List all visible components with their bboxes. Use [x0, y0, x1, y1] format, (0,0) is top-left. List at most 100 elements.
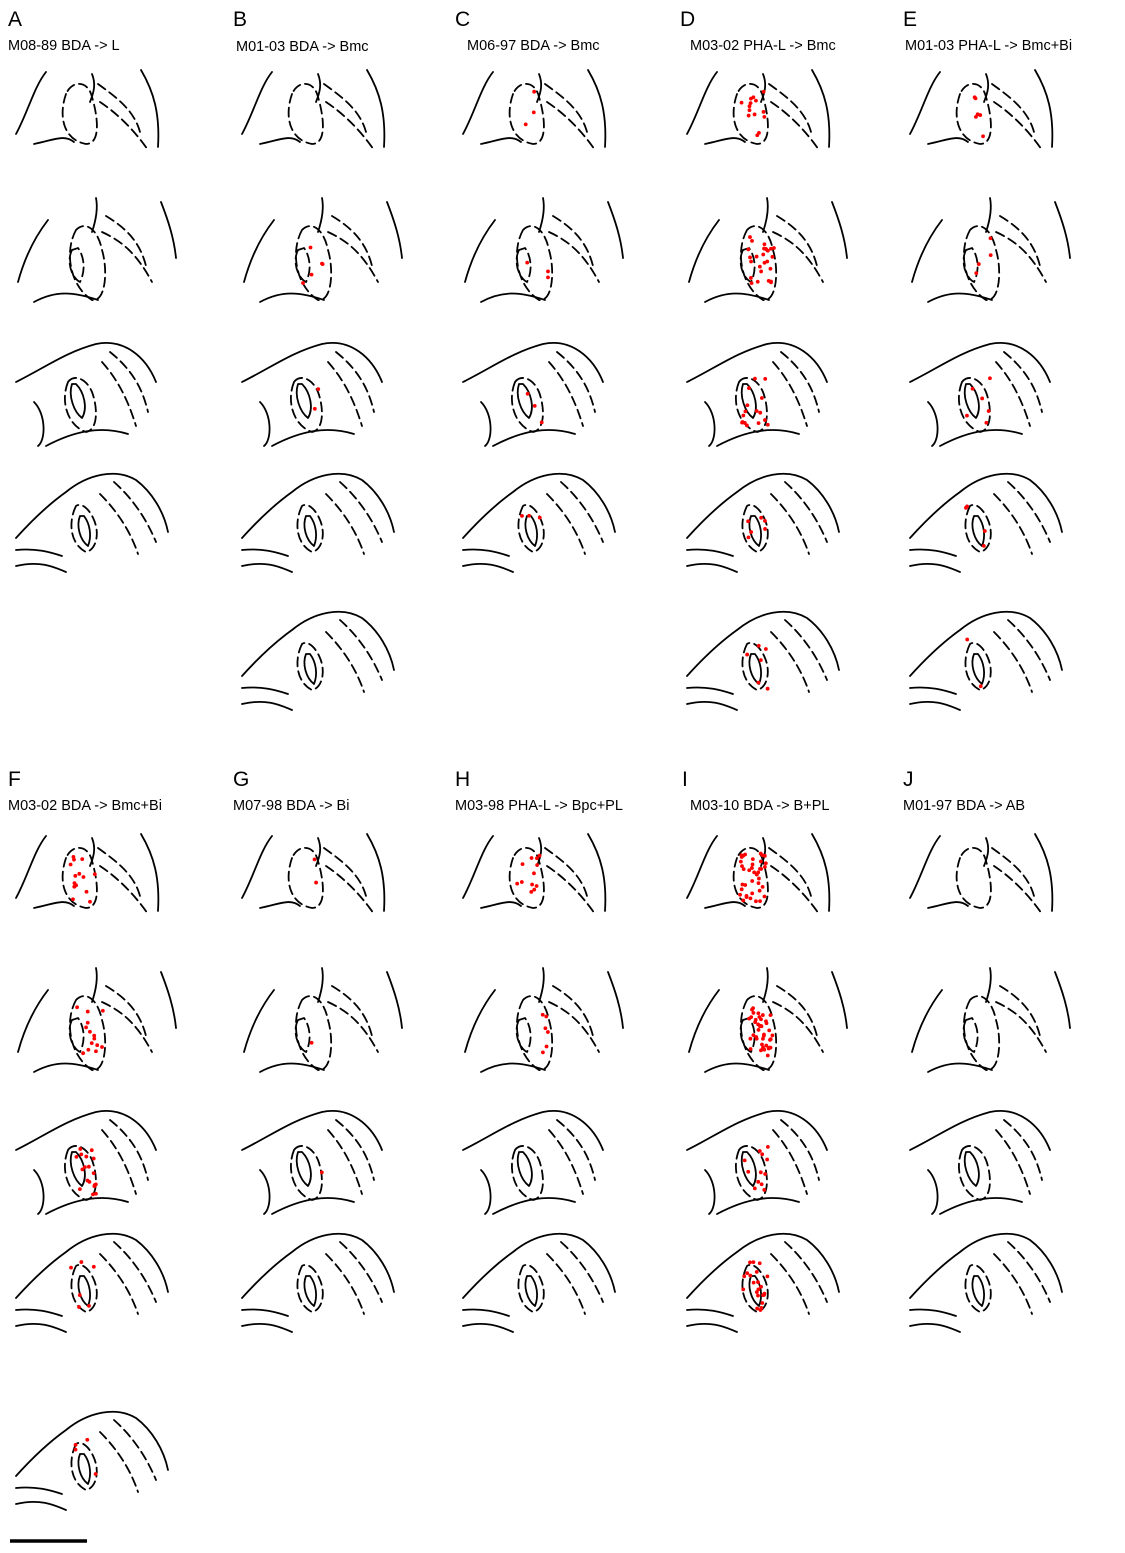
outline-solid: [304, 1276, 316, 1306]
outline-solid: [242, 836, 272, 898]
section-F-5: [16, 1412, 168, 1510]
outline-solid: [742, 1152, 756, 1186]
outline-dashed: [70, 248, 84, 282]
outline-solid: [260, 1170, 270, 1214]
labeled-fiber-dot: [71, 897, 75, 901]
outline-solid: [763, 968, 768, 1002]
labeled-fiber-dot: [755, 1307, 759, 1311]
outline-solid: [242, 1111, 382, 1150]
section-B-5: [242, 612, 394, 710]
outline-dashed: [296, 1018, 310, 1052]
outline-solid: [463, 343, 603, 382]
outline-dashed: [547, 494, 585, 554]
outline-solid: [141, 70, 158, 147]
labeled-fiber-dot: [538, 516, 542, 520]
labeled-fiber-dot: [749, 101, 753, 105]
outline-solid: [972, 516, 984, 546]
labeled-fiber-dot: [749, 260, 753, 264]
labeled-fiber-dot: [756, 1294, 760, 1298]
labeled-fiber-dot: [753, 1186, 757, 1190]
labeled-fiber-dot: [90, 1041, 94, 1045]
labeled-fiber-dot: [765, 1274, 769, 1278]
labeled-fiber-dot: [758, 889, 762, 893]
outline-solid: [244, 990, 274, 1052]
outline-solid: [387, 972, 402, 1028]
outline-solid: [463, 1309, 509, 1316]
outline-dashed: [561, 482, 603, 542]
labeled-fiber-dot: [545, 1045, 549, 1049]
labeled-fiber-dot: [745, 895, 749, 899]
labeled-fiber-dot: [85, 890, 89, 894]
outline-dashed: [1008, 1242, 1050, 1302]
section-E-2: [912, 198, 1070, 302]
labeled-fiber-dot: [309, 246, 313, 250]
labeled-fiber-dot: [769, 247, 773, 251]
outline-solid: [34, 138, 74, 144]
labeled-fiber-dot: [761, 253, 765, 257]
outline-solid: [463, 474, 615, 538]
labeled-fiber-dot: [760, 1301, 764, 1305]
labeled-fiber-dot: [81, 1051, 85, 1055]
labeled-fiber-dot: [748, 235, 752, 239]
outline-dashed: [1000, 986, 1040, 1036]
outline-solid: [71, 384, 85, 418]
outline-dashed: [296, 248, 310, 282]
labeled-fiber-dot: [965, 414, 969, 418]
labeled-fiber-dot: [758, 1149, 762, 1153]
outline-dashed: [100, 866, 148, 914]
outline-dashed: [996, 1002, 1046, 1052]
labeled-fiber-dot: [758, 1024, 762, 1028]
outline-solid: [260, 902, 300, 908]
labeled-fiber-dot: [761, 885, 765, 889]
labeled-fiber-dot: [320, 1170, 324, 1174]
outline-solid: [244, 220, 274, 282]
outline-dashed: [517, 248, 531, 282]
labeled-fiber-dot: [745, 653, 749, 657]
outline-solid: [161, 972, 176, 1028]
section-B-2: [244, 198, 402, 302]
section-H-3: [463, 1111, 603, 1214]
labeled-fiber-dot: [321, 262, 325, 266]
outline-solid: [242, 1324, 292, 1332]
section-B-4: [242, 474, 394, 572]
labeled-fiber-dot: [765, 1158, 769, 1162]
outline-solid: [90, 838, 94, 866]
labeled-fiber-dot: [763, 418, 767, 422]
outline-dashed: [518, 505, 543, 552]
labeled-fiber-dot: [532, 871, 536, 875]
labeled-fiber-dot: [82, 875, 86, 879]
labeled-fiber-dot: [752, 1260, 756, 1264]
outline-dashed: [996, 232, 1046, 282]
labeled-fiber-dot: [758, 411, 762, 415]
outline-dashed: [297, 1265, 322, 1312]
outline-dashed: [773, 232, 823, 282]
outline-dashed: [964, 1018, 978, 1052]
outline-solid: [687, 1309, 733, 1316]
outline-dashed: [328, 232, 378, 282]
labeled-fiber-dot: [757, 421, 761, 425]
outline-solid: [984, 838, 988, 866]
labeled-fiber-dot: [85, 1438, 89, 1442]
outline-dashed: [326, 494, 364, 554]
labeled-fiber-dot: [74, 1443, 78, 1447]
outline-dashed: [324, 848, 366, 896]
labeled-fiber-dot: [769, 1037, 773, 1041]
labeled-fiber-dot: [88, 1030, 92, 1034]
outline-solid: [304, 654, 316, 684]
outline-solid: [763, 198, 768, 232]
labeled-fiber-dot: [750, 866, 754, 870]
section-H-2: [465, 968, 623, 1072]
outline-solid: [367, 834, 384, 911]
outline-solid: [910, 1324, 960, 1332]
outline-solid: [910, 549, 956, 556]
section-E-5: [910, 612, 1062, 710]
outline-dashed: [964, 226, 999, 300]
labeled-fiber-dot: [86, 1048, 90, 1052]
outline-solid: [465, 220, 495, 282]
outline-solid: [812, 70, 829, 147]
outline-solid: [92, 198, 97, 232]
outline-solid: [910, 474, 1062, 538]
outline-dashed: [965, 505, 990, 552]
section-J-1: [910, 834, 1052, 914]
outline-solid: [16, 564, 66, 572]
